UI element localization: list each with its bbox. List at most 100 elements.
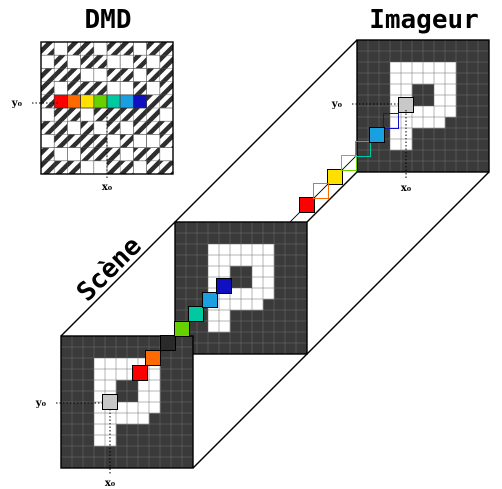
scene-object-cell — [127, 402, 139, 414]
dmd-open-mirror — [159, 147, 174, 162]
dmd-spectral-cell — [80, 94, 95, 109]
spectral-cube-outline — [355, 141, 371, 157]
x0-label: x₀ — [401, 183, 412, 194]
spectral-cube — [299, 197, 315, 213]
dmd-open-mirror — [40, 107, 55, 122]
spectral-cube — [145, 350, 161, 366]
imager-object-cell — [434, 73, 446, 85]
dmd-open-mirror — [80, 68, 95, 82]
dmd-open-mirror — [40, 134, 55, 148]
dmd-open-mirror — [106, 54, 121, 69]
spectral-cube — [188, 306, 204, 322]
dmd-open-mirror — [67, 120, 81, 135]
imager-object-cell — [390, 73, 402, 85]
y0-label: y₀ — [331, 99, 343, 110]
imager-object-cell — [445, 73, 457, 85]
dmd-plane-object-cell — [219, 266, 231, 278]
dmd-plane-object-cell — [230, 244, 242, 256]
spectral-cube — [216, 278, 232, 294]
ray-top-left — [60, 39, 358, 337]
dmd-open-mirror — [53, 41, 68, 56]
dmd-plane-object-cell — [208, 277, 220, 289]
dmd-plane-object-cell — [219, 321, 231, 333]
scene-object-cell — [116, 413, 128, 425]
scene-object-cell — [127, 413, 139, 425]
spectral-cube — [202, 292, 218, 308]
dmd-plane-object-cell — [230, 299, 242, 311]
dmd-plane-border — [174, 221, 308, 355]
scene-object-cell — [138, 391, 150, 403]
imager-object-cell — [401, 128, 413, 140]
ray-bottom-right — [192, 171, 490, 469]
imager-object-cell — [445, 95, 457, 107]
x0-label: x₀ — [105, 478, 116, 489]
dmd-spectral-cell — [133, 94, 147, 109]
dmd-plane-object-cell — [208, 266, 220, 278]
dmd-plane-object-cell — [230, 288, 242, 300]
dmd-mask-grid — [40, 41, 174, 175]
imager-object-cell — [412, 73, 424, 85]
dmd-plane-object-cell — [263, 277, 275, 289]
imager-object-cell — [390, 62, 402, 74]
scene-object-cell — [116, 358, 128, 370]
dmd-plane-object-cell — [230, 255, 242, 267]
imager-object-cell — [423, 117, 435, 129]
dmd-open-mirror — [133, 41, 147, 56]
scene-object-cell — [138, 413, 150, 425]
scene-object-cell — [94, 369, 106, 381]
dmd-open-mirror — [106, 134, 121, 148]
scene-object-cell — [138, 358, 150, 370]
dmd-open-mirror — [93, 41, 108, 56]
dmd-open-mirror — [119, 147, 134, 162]
imager-object-cell — [434, 106, 446, 118]
scene-label: Scène — [71, 231, 148, 308]
scene-object-cell — [94, 402, 106, 414]
dmd-plane-object-cell — [263, 244, 275, 256]
dmd-plane-object-cell — [241, 288, 253, 300]
imager-object-cell — [390, 84, 402, 96]
scene-object-cell — [94, 413, 106, 425]
imager-object-cell — [423, 62, 435, 74]
dmd-plane-object-cell — [219, 244, 231, 256]
imager-object-cell — [434, 117, 446, 129]
spectral-cube — [398, 97, 414, 113]
scene-object-cell — [149, 369, 161, 381]
dmd-open-mirror — [119, 81, 134, 96]
dmd-open-mirror — [106, 81, 121, 96]
imager-object-cell — [423, 73, 435, 85]
dmd-open-mirror — [80, 107, 95, 122]
spectral-cube-outline — [341, 155, 357, 171]
scene-object-cell — [149, 380, 161, 392]
imager-object-cell — [401, 117, 413, 129]
dmd-open-mirror — [53, 81, 68, 96]
dmd-plane-object-cell — [263, 288, 275, 300]
spectral-cube — [160, 335, 176, 351]
dmd-spectral-cell — [93, 94, 108, 109]
dmd-spectral-cell — [67, 94, 81, 109]
dmd-open-mirror — [67, 147, 81, 162]
imager-object-cell — [390, 106, 402, 118]
spectral-cube-outline — [313, 183, 329, 199]
scene-object-cell — [149, 402, 161, 414]
dmd-plane-object-cell — [208, 321, 220, 333]
dmd-open-mirror — [119, 120, 134, 135]
dmd-plane-object-cell — [219, 255, 231, 267]
imager-object-cell — [412, 62, 424, 74]
imager-object-cell — [401, 84, 413, 96]
spectral-cube — [102, 394, 118, 410]
dmd-plane-object-cell — [208, 255, 220, 267]
scene-object-cell — [105, 424, 117, 436]
imager-object-cell — [401, 62, 413, 74]
scene-object-cell — [94, 358, 106, 370]
imager-object-cell — [445, 106, 457, 118]
dmd-plane-object-cell — [252, 299, 264, 311]
imager-object-cell — [434, 84, 446, 96]
scene-object-cell — [116, 369, 128, 381]
dmd-plane-object-cell — [208, 244, 220, 256]
dmd-open-mirror — [67, 54, 81, 69]
scene-object-cell — [138, 402, 150, 414]
dmd-plane-object-cell — [241, 244, 253, 256]
imager-object-cell — [390, 139, 402, 151]
spectral-cube-outline — [383, 113, 399, 129]
